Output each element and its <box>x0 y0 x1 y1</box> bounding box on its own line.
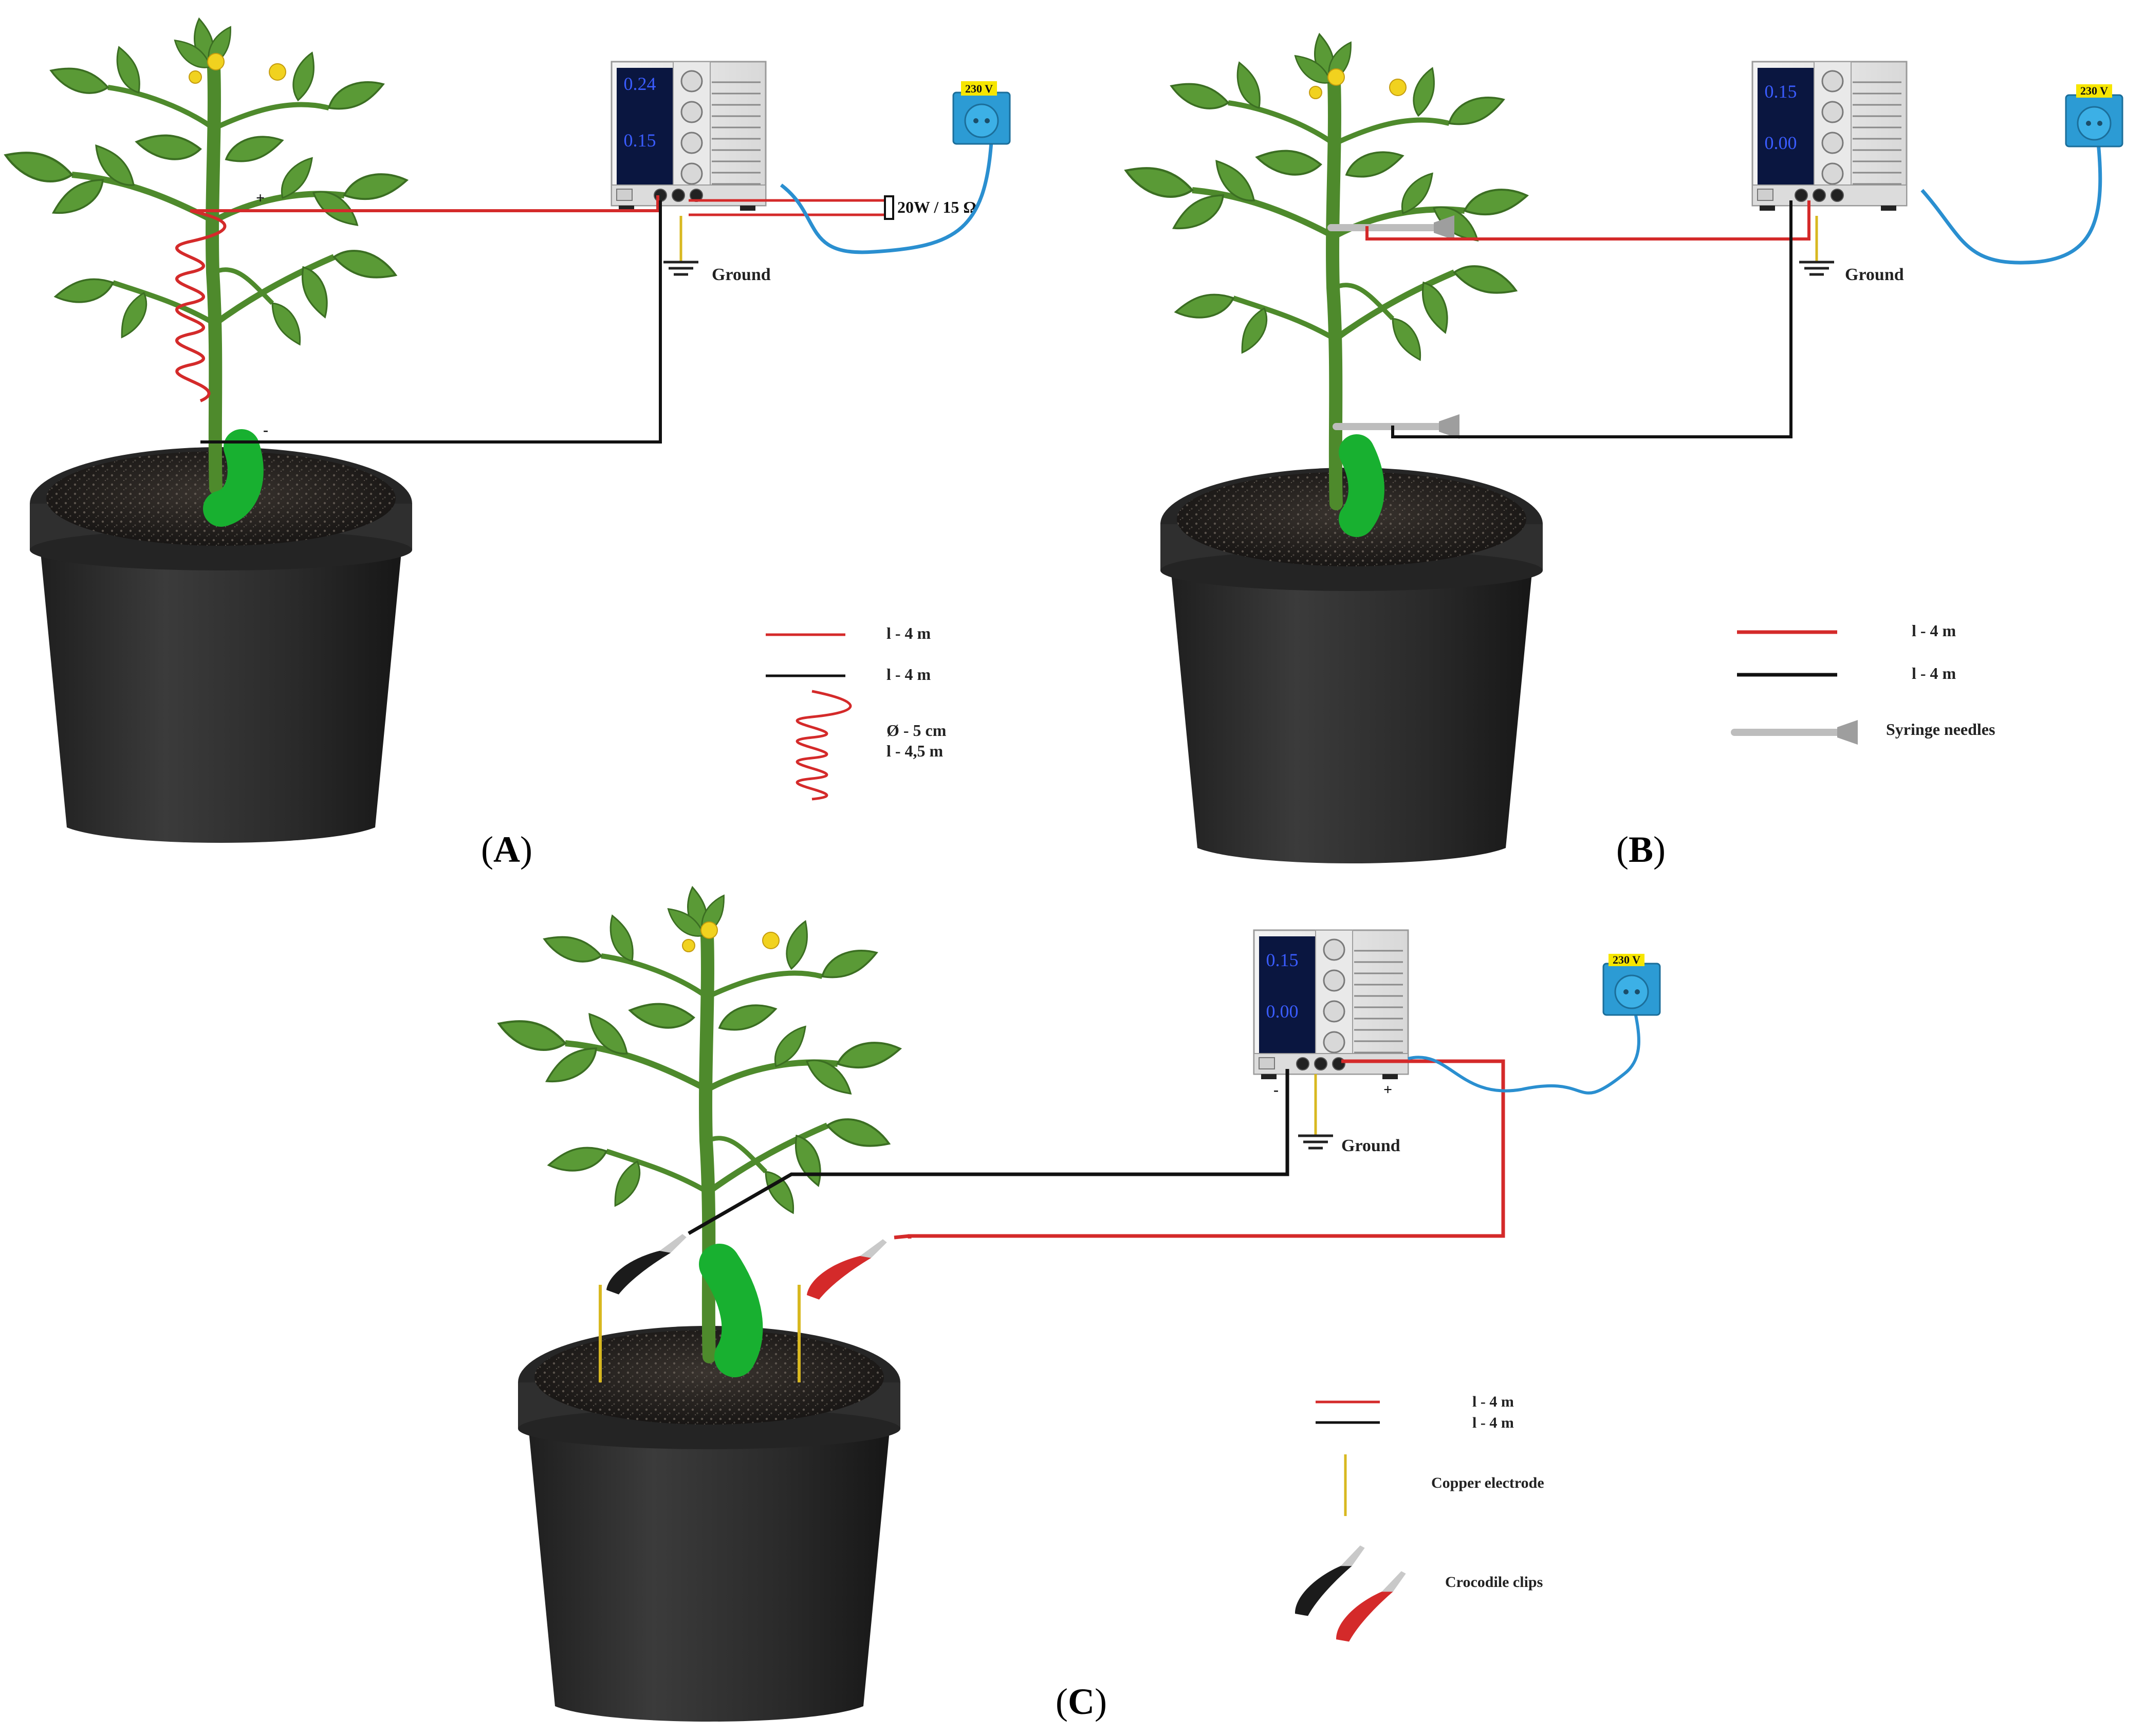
legend-label-black: l - 4 m <box>886 665 931 684</box>
psu-display-top-text: 0.15 <box>1266 950 1299 970</box>
ground-symbol-icon <box>1298 1120 1333 1148</box>
syringe-needle-icon <box>1331 215 1454 240</box>
resistor-icon <box>884 195 894 220</box>
ground-symbol-icon <box>1799 247 1834 274</box>
stem-wrap <box>699 1244 763 1377</box>
wire-red <box>1365 200 1810 241</box>
wire-black <box>688 1069 1289 1235</box>
legend-label-coil-length: l - 4,5 m <box>886 742 944 760</box>
voltage-badge-text: 230 V <box>965 82 993 95</box>
legend-label-needles: Syringe needles <box>1886 720 1995 738</box>
tomato-plant-icon <box>2 17 409 488</box>
flower-pot-icon <box>518 1326 900 1722</box>
psu-display-top-text: 0.15 <box>1765 81 1797 102</box>
wire-red-positive <box>190 195 659 212</box>
plus-sign: + <box>256 190 265 207</box>
caption-a: (A) <box>481 829 532 870</box>
power-cable <box>780 133 994 254</box>
power-cable <box>1408 1007 1640 1095</box>
legend-c: l - 4 m l - 4 m Copper electrode Crocodi… <box>1284 1393 1544 1647</box>
coil-icon <box>175 209 227 402</box>
ground-label: Ground <box>1341 1136 1400 1155</box>
legend-label-black: l - 4 m <box>1912 664 1956 682</box>
voltage-badge-text: 230 V <box>2080 84 2108 97</box>
legend-label-diameter: Ø - 5 cm <box>886 721 947 740</box>
ground-symbol-icon <box>663 247 698 274</box>
wire-black <box>1391 200 1792 438</box>
legend-coil-icon <box>796 690 852 801</box>
voltage-badge-text: 230 V <box>1613 953 1640 966</box>
crocodile-clip-icon <box>598 1233 696 1299</box>
legend-syringe-needle-icon <box>1734 720 1858 745</box>
voltage-badge <box>2076 84 2112 98</box>
legend-label-electrode: Copper electrode <box>1431 1474 1544 1491</box>
resistor-label: 20W / 15 Ω <box>897 198 976 216</box>
voltage-badge <box>1609 954 1644 966</box>
voltage-badge <box>961 81 997 96</box>
ground-label: Ground <box>1845 265 1904 284</box>
caption-b: (B) <box>1616 829 1666 870</box>
legend-label-red: l - 4 m <box>886 624 931 642</box>
wall-socket-icon <box>1602 963 1661 1016</box>
psu-display-bottom-text: 0.00 <box>1266 1001 1299 1022</box>
panel-c: 0.15 0.00 230 V Ground - + l - 4 m l - 4… <box>495 885 1661 1722</box>
wall-socket-icon <box>2065 94 2123 147</box>
wire-red <box>908 1059 1505 1239</box>
wire-red-to-clip <box>894 1234 910 1240</box>
stem-wrap <box>1339 434 1384 537</box>
psu-display-top-text: 0.24 <box>624 73 656 94</box>
legend-label-red: l - 4 m <box>1912 621 1956 640</box>
psu-display-bottom-text: 0.15 <box>624 130 656 151</box>
stem-wrap <box>203 429 264 527</box>
panel-b: 0.15 0.00 230 V Ground l - 4 m l - 4 m S… <box>1122 32 2123 863</box>
tomato-plant-icon <box>495 885 902 1357</box>
ground-label: Ground <box>712 265 771 284</box>
tomato-plant-icon <box>1122 32 1529 504</box>
power-cable <box>1920 128 2102 265</box>
minus-sign: - <box>263 421 268 438</box>
plus-sign: + <box>1383 1081 1392 1098</box>
psu-display-bottom-text: 0.00 <box>1765 133 1797 153</box>
legend-crocodile-clip-icon <box>1325 1569 1419 1647</box>
panel-a: 0.24 0.15 20W / 15 Ω 230 V Ground + - l … <box>2 17 1011 843</box>
caption-c: (C) <box>1056 1681 1107 1722</box>
legend-label-clips: Crocodile clips <box>1445 1574 1543 1591</box>
legend-a: l - 4 m l - 4 m Ø - 5 cm l - 4,5 m <box>766 624 947 801</box>
wire-black-negative <box>200 200 662 444</box>
legend-label-black: l - 4 m <box>1472 1414 1514 1431</box>
minus-sign: - <box>1273 1081 1279 1098</box>
legend-b: l - 4 m l - 4 m Syringe needles <box>1734 621 1995 745</box>
legend-label-red: l - 4 m <box>1472 1393 1514 1410</box>
crocodile-clip-icon <box>799 1238 897 1304</box>
wall-socket-icon <box>952 91 1011 145</box>
